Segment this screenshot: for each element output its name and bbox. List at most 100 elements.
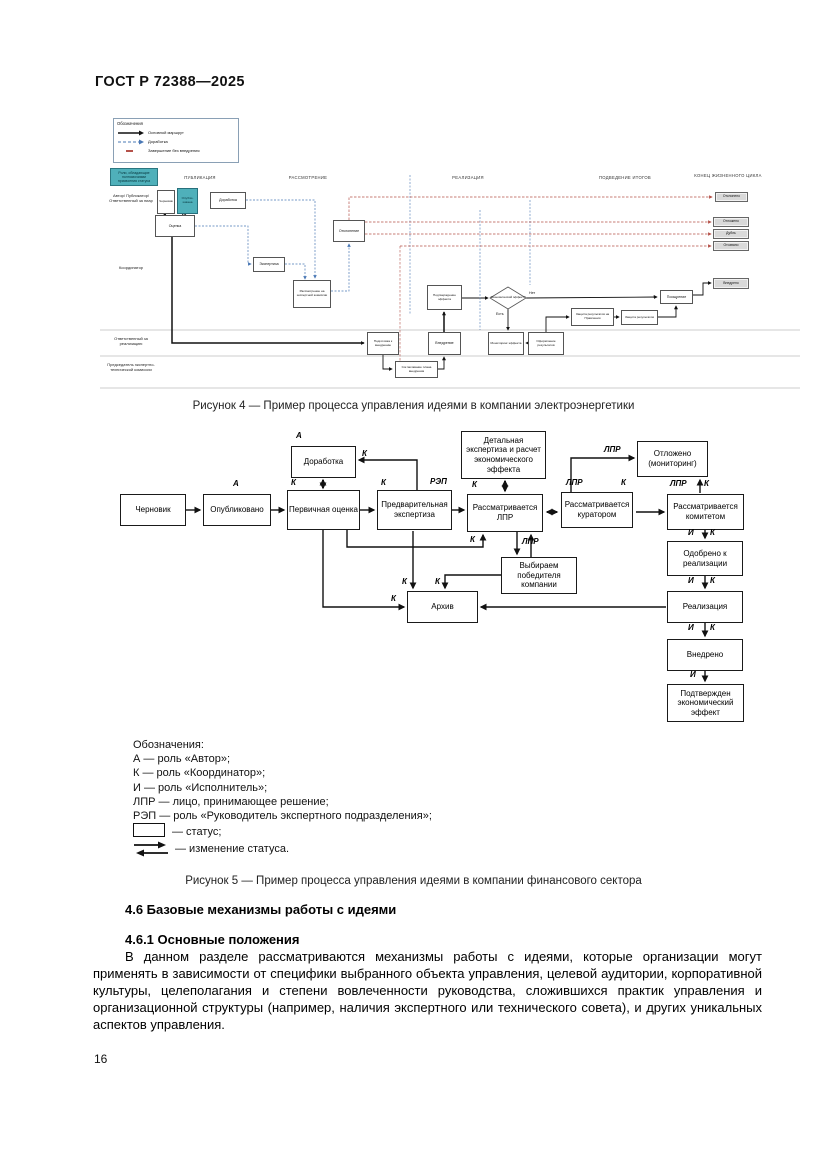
fig5-role-letter-k: К [381, 478, 386, 487]
fig4-lane-chairman: Председатель экспертно-техни­ческой коми… [107, 362, 155, 373]
fig5-role-letter-lpr: ЛПР [604, 445, 621, 454]
fig5-node-winner: Выбираем победителя компании [501, 557, 577, 594]
legend-status-change-row: — изменение статуса. [133, 840, 653, 857]
section-heading-4-6-1: 4.6.1 Основные положения [125, 932, 300, 947]
fig5-role-letter-k: К [621, 478, 626, 487]
red-dash-icon [126, 149, 133, 152]
solid-arrow-icon [118, 130, 144, 135]
fig5-role-letter-i: И [688, 528, 694, 537]
figure-4-caption: Рисунок 4 — Пример процесса управления и… [192, 400, 635, 412]
fig5-node-curator-review: Рассматривается куратором [561, 492, 633, 528]
fig5-role-letter-k: К [472, 480, 477, 489]
fig4-lane-author: Автор/ Публикатор/ Ответственный за пиар [109, 193, 153, 204]
fig5-role-letter-lpr: ЛПР [522, 537, 539, 546]
fig5-role-letter-k: К [391, 594, 396, 603]
section-paragraph: В данном разделе рассматриваются механиз… [93, 949, 762, 1032]
fig4-decision-econ-effect: Экономический эффект? [490, 295, 526, 300]
section-heading-4-6: 4.6 Базовые механизмы работы с идеями [125, 902, 397, 917]
legend-status-row: — статус; [133, 823, 653, 839]
fig5-role-letter-k: К [710, 623, 715, 632]
fig5-node-rework: Доработка [291, 446, 356, 478]
fig4-status-withdrawn: Отозвано [713, 241, 749, 251]
fig4-lane-impl-resp: Ответственный за реализацию [114, 336, 148, 347]
fig5-role-letter-i: И [690, 670, 696, 679]
fig5-node-archive: Архив [407, 591, 478, 623]
fig4-phase-review: РАССМОТРЕНИЕ [288, 175, 328, 180]
fig5-role-letter-k: К [291, 478, 296, 487]
fig4-node-draft: Черновик [157, 190, 175, 214]
fig4-roles-note: Роли, обладающие полномочиями присвоения… [110, 168, 158, 187]
double-arrow-icon [134, 841, 168, 857]
fig4-node-published: Опубли- кована [177, 188, 198, 214]
fig5-node-postponed: Отложено (мониторинг) [637, 441, 708, 477]
fig5-node-committee-review: Рассматривается комитетом [667, 494, 744, 530]
figure-4-diagram: Обозначения Основной маршрут Доработка З… [100, 115, 800, 397]
fig5-node-detailed-expertise: Детальная экспертиза и расчет экономичес… [461, 431, 546, 479]
fig5-role-letter-k: К [402, 577, 407, 586]
fig5-role-letter-a: А [233, 479, 239, 488]
fig4-status-implemented: Внедрено [713, 278, 749, 289]
fig5-role-letter-k: К [704, 479, 709, 488]
fig5-role-letter-lpr: ЛПР [566, 478, 583, 487]
fig4-node-expertise: Экспертиза [253, 257, 285, 272]
fig4-legend: Обозначения Основной маршрут Доработка З… [113, 118, 239, 163]
fig5-node-published: Опубликовано [203, 494, 271, 526]
fig4-legend-item-rework: Доработка [117, 137, 235, 146]
fig4-node-defense-board: Защита результатов на Правлении [571, 308, 614, 326]
fig4-node-monitoring: Мониторинг эффекта [488, 332, 524, 355]
fig5-node-effect-confirmed: Подтвержден экономический эффект [667, 684, 744, 722]
legend-status-label: — статус; [172, 826, 222, 839]
legend-line: К — роль «Координатор»; [133, 767, 266, 780]
legend-title: Обозначения: [133, 739, 204, 751]
fig4-lane-coordinator: Координатор [118, 265, 144, 270]
fig5-node-implemented: Внедрено [667, 639, 743, 671]
fig4-node-results: Оформление результатов [528, 332, 564, 355]
fig5-node-initial-assessment: Первичная оценка [287, 490, 360, 530]
fig5-role-letter-k: К [710, 528, 715, 537]
dashed-arrow-icon [118, 139, 144, 144]
legend-line: И — роль «Исполнитель»; [133, 781, 268, 794]
fig5-node-draft: Черновик [120, 494, 186, 526]
fig4-label-yes: Есть [496, 312, 504, 316]
fig5-role-letter-i: И [688, 576, 694, 585]
status-box-icon [133, 823, 165, 838]
figure-5-caption: Рисунок 5 — Пример процесса управления и… [185, 875, 642, 887]
fig5-node-approved: Одобрено к реализации [667, 541, 743, 576]
fig4-phase-publication: ПУБЛИКАЦИЯ [184, 175, 216, 180]
doc-number: ГОСТ Р 72388—2025 [95, 74, 245, 90]
fig4-node-plan-approval: Согласование плана внедрения [395, 361, 438, 378]
fig4-node-defense2: Защита результатов [621, 310, 658, 325]
fig5-role-letter-k: К [362, 449, 367, 458]
fig4-node-committee-review: Рассмотрение на экспертной комиссии [293, 280, 331, 308]
fig4-node-assessment: Оценка [155, 215, 195, 237]
fig5-role-letter-k: К [710, 576, 715, 585]
fig4-connectors [100, 175, 800, 389]
fig5-node-lpr-review: Рассматривается ЛПР [467, 494, 543, 532]
legend-line: А — роль «Автор»; [133, 753, 231, 766]
fig4-node-prep: Подготовка к внедрению [367, 332, 399, 355]
figure-5-legend: Обозначения: А — роль «Автор»; К — роль … [133, 738, 653, 857]
fig4-node-confirmed-effect: Подтверждение эффекта [427, 285, 462, 310]
fig4-label-no: Нет [529, 291, 536, 295]
fig4-legend-item-main: Основной маршрут [117, 128, 235, 137]
fig4-node-reward: Поощрение [660, 290, 693, 304]
fig5-role-letter-k: К [435, 577, 440, 586]
fig5-role-letter-rep: РЭП [430, 477, 447, 486]
fig4-node-rework: Доработка [210, 192, 246, 209]
legend-status-change-label: — изменение статуса. [175, 842, 290, 855]
fig5-node-realization: Реализация [667, 591, 743, 623]
fig5-role-letter-i: И [688, 623, 694, 632]
fig4-status-duplicate: Дубль [713, 229, 749, 239]
figure-5-diagram: Черновик Опубликовано Доработка Первична… [110, 425, 810, 730]
fig4-phase-end-of-life: КОНЕЦ ЖИЗНЕННОГО ЦИКЛА [694, 173, 762, 178]
fig4-node-implementation: Внедрение [428, 332, 461, 355]
fig4-legend-item-no-impl: Завершение без внедрения [117, 146, 235, 155]
fig4-status-rejected-top: Отклонено [715, 192, 748, 202]
page-number: 16 [94, 1052, 108, 1066]
fig5-role-letter-lpr: ЛПР [670, 479, 687, 488]
fig5-node-preliminary-expertise: Предварительная экспертиза [377, 490, 452, 530]
fig5-role-letter-k: К [470, 535, 475, 544]
fig4-node-rejection: Отклонение [333, 220, 365, 242]
fig5-role-letter-a: А [296, 431, 302, 440]
